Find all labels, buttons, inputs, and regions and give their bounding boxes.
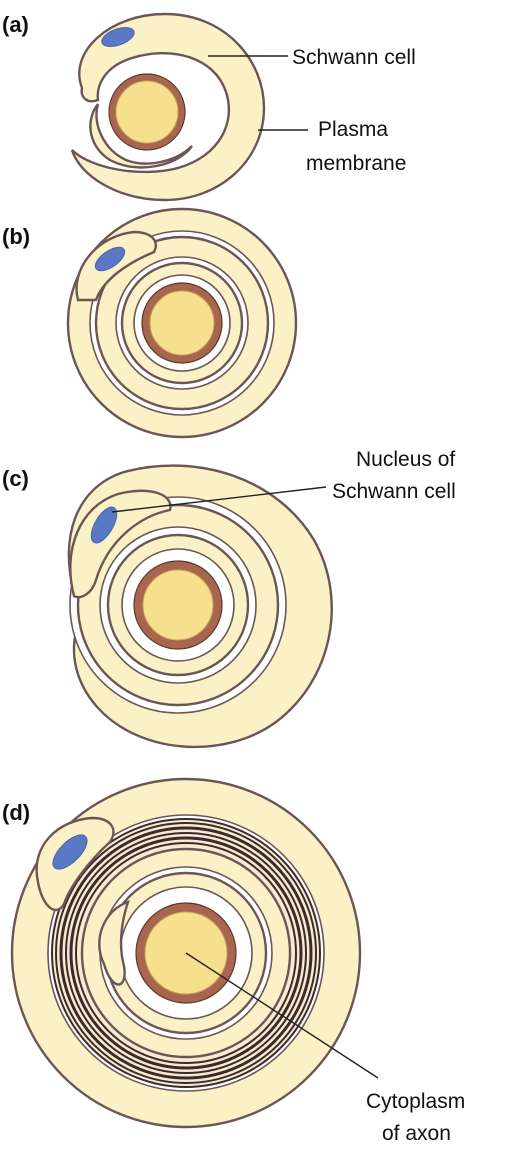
cytoplasm-label-line2: of axon xyxy=(382,1122,451,1145)
panel-a-label: (a) xyxy=(2,12,29,37)
panel-b-axon xyxy=(150,291,214,355)
plasma-membrane-label-line2: membrane xyxy=(306,152,406,175)
panel-d: (d) Cytoplasm of axon xyxy=(2,779,465,1145)
schwann-cell-label: Schwann cell xyxy=(292,46,416,69)
nucleus-label-line2: Schwann cell xyxy=(332,480,456,503)
panel-b-label: (b) xyxy=(2,224,30,249)
panel-a: (a) Schwann cell Plasma membrane xyxy=(2,12,416,200)
panel-c: (c) Nucleus of Schwann cell xyxy=(2,448,456,747)
panel-b: (b) xyxy=(2,209,296,437)
panel-d-label: (d) xyxy=(2,800,30,825)
panel-a-axon xyxy=(116,81,178,143)
plasma-membrane-label-line1: Plasma xyxy=(318,118,388,141)
panel-c-axon xyxy=(143,570,213,640)
cytoplasm-label-line1: Cytoplasm xyxy=(366,1090,465,1113)
nucleus-label-line1: Nucleus of xyxy=(356,448,455,471)
panel-c-label: (c) xyxy=(2,466,29,491)
